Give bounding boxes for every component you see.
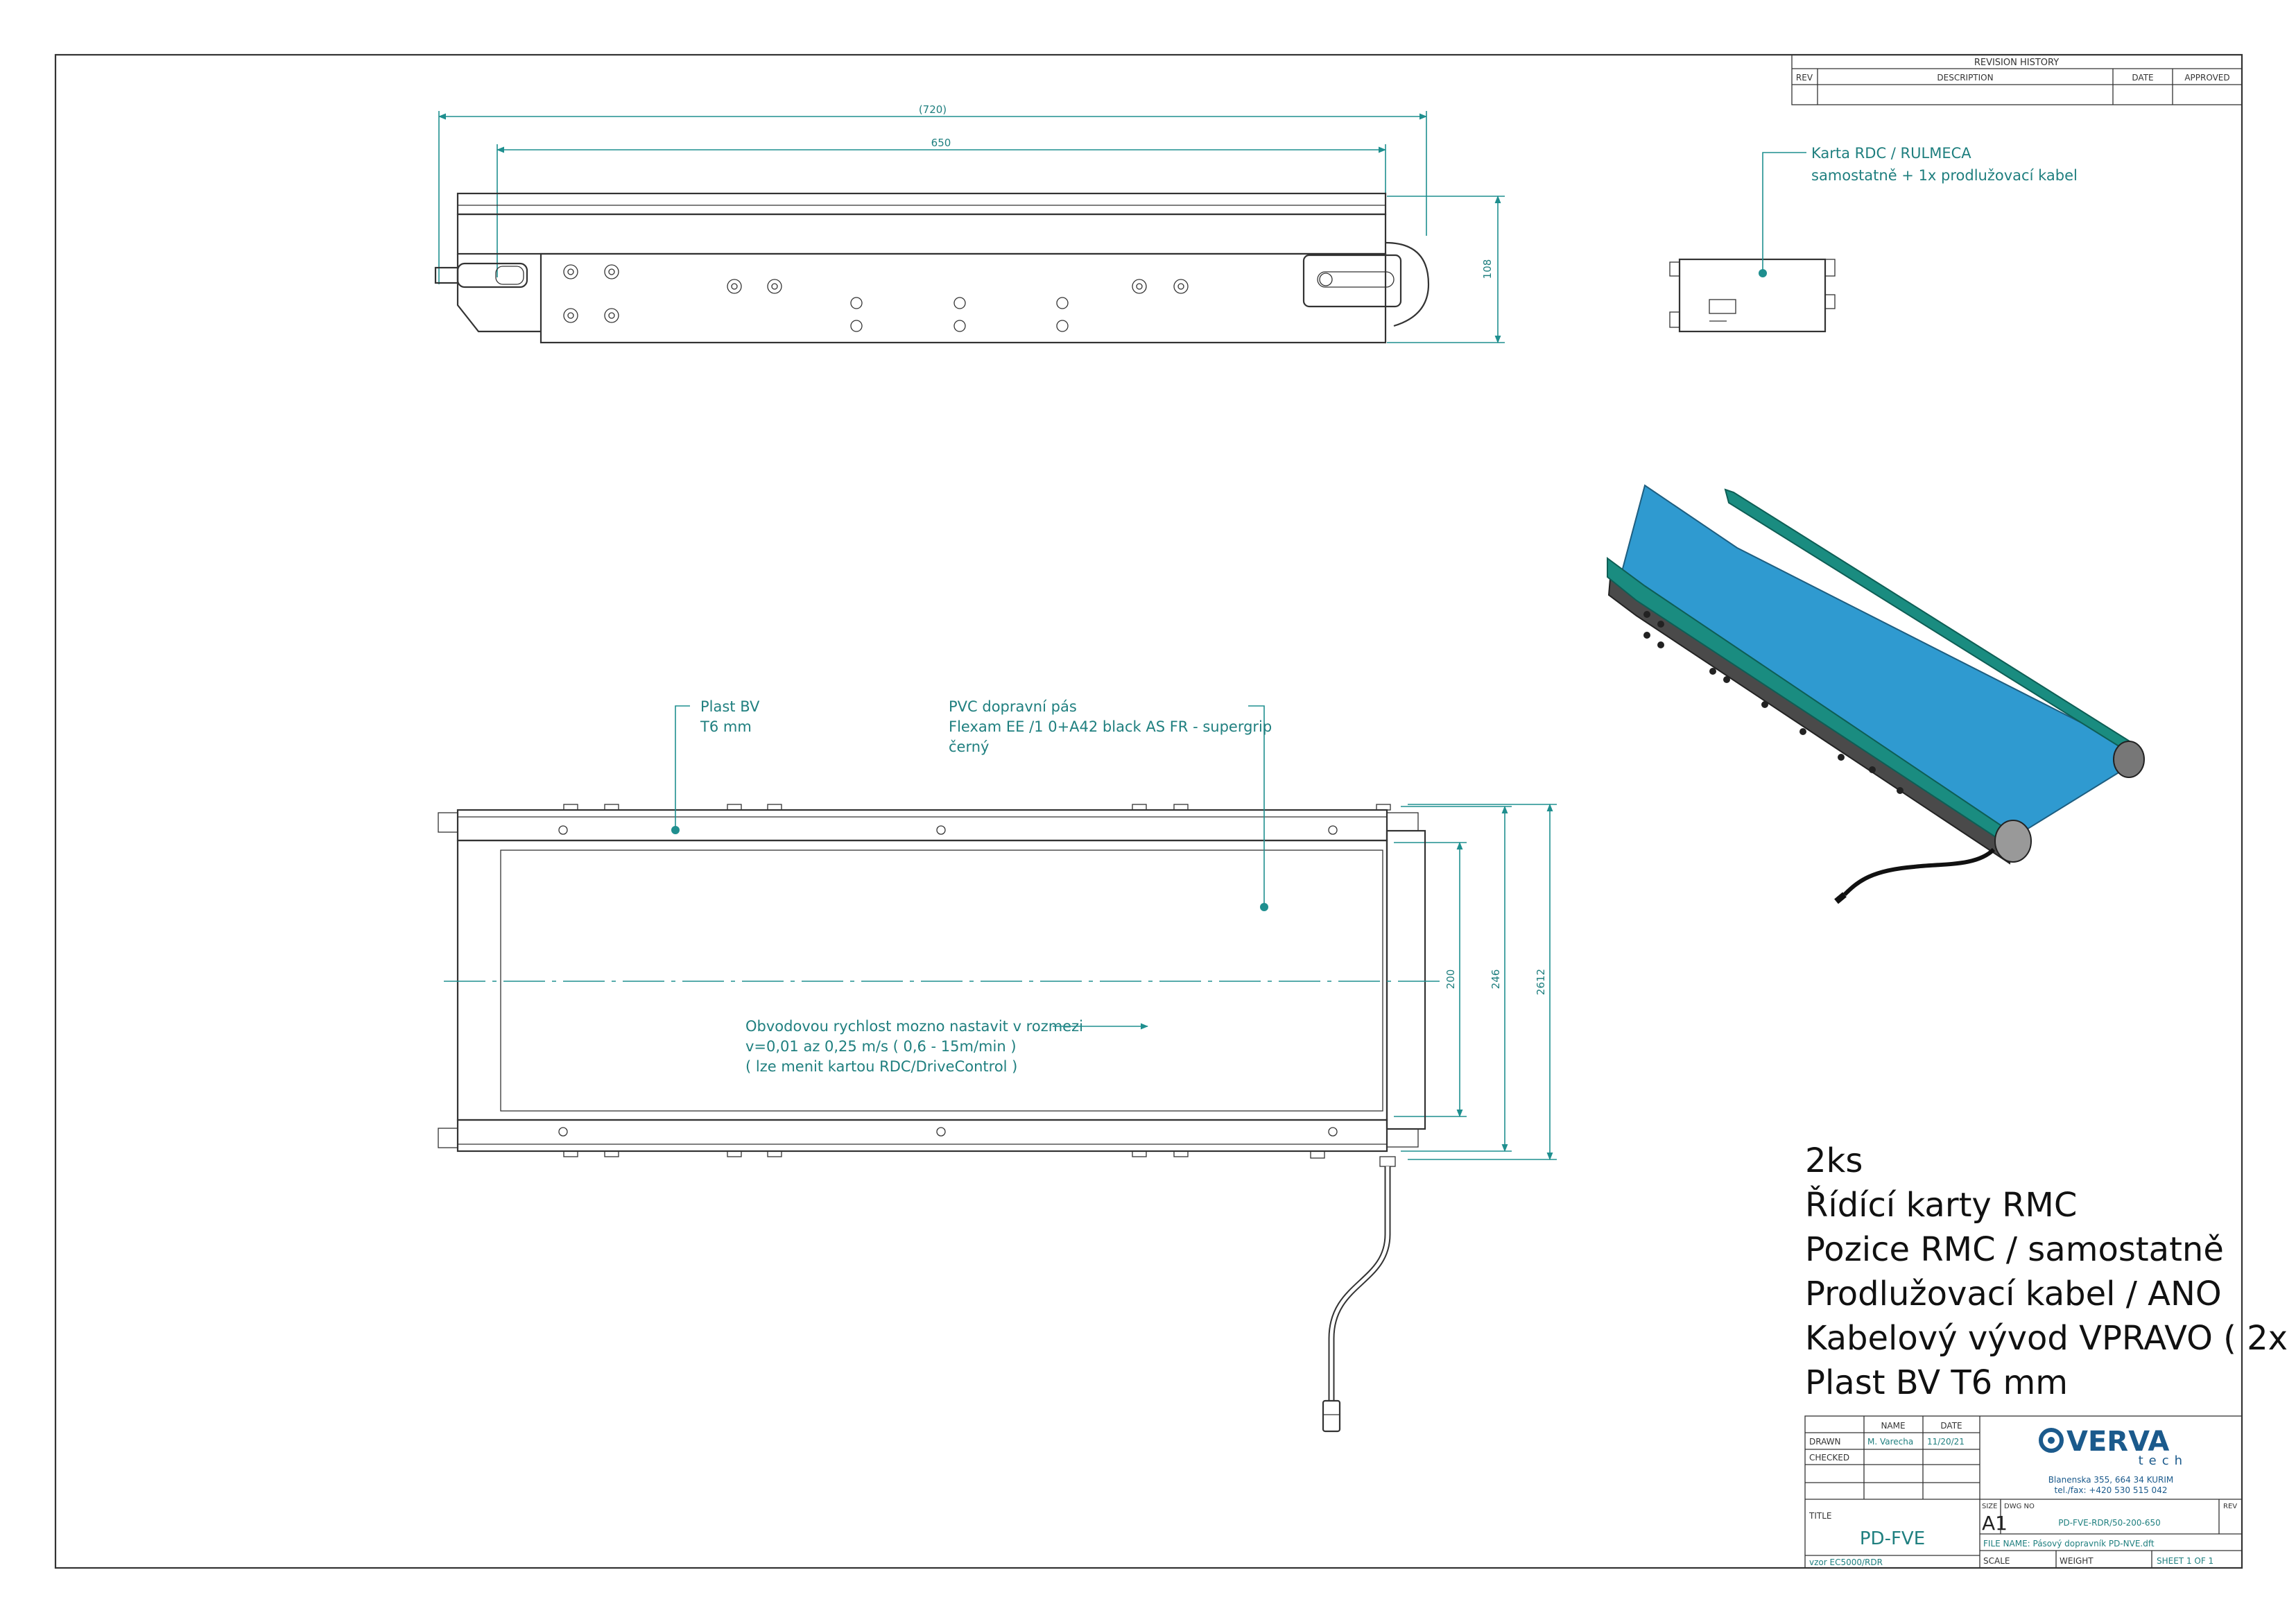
tb-file-name: FILE NAME: Pásový dopravník PD-NVE.dft	[1983, 1539, 2155, 1548]
dim-length: 650	[931, 137, 951, 149]
tb-date-label: DATE	[1940, 1421, 1962, 1431]
belt-callout-line2: Flexam EE /1 0+A42 black AS FR - supergr…	[949, 718, 1272, 735]
company-address: Blanenska 355, 664 34 KURIM	[2048, 1475, 2174, 1485]
speed-note-line2: v=0,01 az 0,25 m/s ( 0,6 - 15m/min )	[745, 1038, 1017, 1055]
tb-name-label: NAME	[1881, 1421, 1905, 1431]
tb-checked-label: CHECKED	[1809, 1453, 1849, 1463]
rev-col: REV	[1796, 73, 1813, 83]
plast-callout-line2: T6 mm	[700, 718, 752, 735]
tb-drawn-label: DRAWN	[1809, 1437, 1841, 1447]
dim-belt-width: 200	[1444, 969, 1457, 990]
side-view: (720) 650 108	[434, 103, 1505, 344]
speed-note-line1: Obvodovou rychlost mozno nastavit v rozm…	[745, 1018, 1083, 1035]
tb-weight-label: WEIGHT	[2060, 1556, 2094, 1566]
dim-overall-length: (720)	[919, 103, 947, 116]
spec-notes: 2ks Řídící karty RMC Pozice RMC / samost…	[1805, 1141, 2296, 1402]
spec-note-plastic: Plast BV T6 mm	[1805, 1363, 2068, 1402]
company-sub: tech	[2139, 1453, 2188, 1468]
dim-height: 108	[1481, 259, 1494, 279]
tb-dwg-no-label: DWG NO	[2004, 1503, 2035, 1510]
company-name: VERVA	[2066, 1426, 2169, 1458]
tb-title-label: TITLE	[1809, 1511, 1831, 1521]
tb-title-value: PD-FVE	[1860, 1528, 1925, 1549]
tb-sheet: SHEET 1 OF 1	[2157, 1556, 2213, 1566]
revision-history-title: REVISION HISTORY	[1974, 58, 2059, 68]
approved-col: APPROVED	[2184, 73, 2229, 83]
tb-drawn-name: M. Varecha	[1867, 1437, 1913, 1447]
date-col: DATE	[2132, 73, 2153, 83]
dim-total-width: 2612	[1535, 969, 1547, 995]
spec-note-extension-cable: Prodlužovací kabel / ANO	[1805, 1275, 2222, 1313]
spec-note-position: Pozice RMC / samostatně	[1805, 1230, 2224, 1269]
tb-size-value: A1	[1982, 1512, 2008, 1535]
tb-scale-label: SCALE	[1983, 1556, 2010, 1566]
revision-history-table: REVISION HISTORY REV DESCRIPTION DATE AP…	[1791, 54, 2243, 105]
company-phone: tel./fax: +420 530 515 042	[2055, 1485, 2168, 1495]
top-view: 200 246 2612	[438, 698, 1557, 1433]
karta-callout-line2: samostatně + 1x prodlužovací kabel	[1811, 167, 2078, 184]
belt-callout-line3: černý	[949, 739, 989, 755]
isometric-view	[1607, 484, 2145, 904]
spec-note-cards: Řídící karty RMC	[1805, 1185, 2077, 1225]
sheet-border	[54, 53, 2243, 1569]
title-block: NAME DATE DRAWN M. Varecha 11/20/21 CHEC…	[1804, 1415, 2243, 1569]
belt-callout-line1: PVC dopravní pás	[949, 698, 1077, 715]
spec-note-cable-outlet: Kabelový vývod VPRAVO ( 2x )	[1805, 1319, 2296, 1358]
tb-size-label: SIZE	[1982, 1503, 1997, 1510]
tb-drawn-date: 11/20/21	[1927, 1437, 1965, 1447]
spec-note-quantity: 2ks	[1805, 1141, 1863, 1180]
tb-dwg-no-value: PD-FVE-RDR/50-200-650	[2058, 1518, 2161, 1528]
control-card-view: Karta RDC / RULMECA samostatně + 1x prod…	[1669, 145, 2078, 333]
speed-note-line3: ( lze menit kartou RDC/DriveControl )	[745, 1058, 1017, 1075]
dim-frame-width: 246	[1490, 969, 1502, 990]
tb-template: vzor EC5000/RDR	[1809, 1558, 1883, 1567]
verva-logo-icon	[2039, 1428, 2064, 1453]
plast-callout-line1: Plast BV	[700, 698, 760, 715]
description-col: DESCRIPTION	[1937, 73, 1993, 83]
karta-callout-line1: Karta RDC / RULMECA	[1811, 145, 1971, 162]
tb-rev-label: REV	[2223, 1503, 2237, 1510]
